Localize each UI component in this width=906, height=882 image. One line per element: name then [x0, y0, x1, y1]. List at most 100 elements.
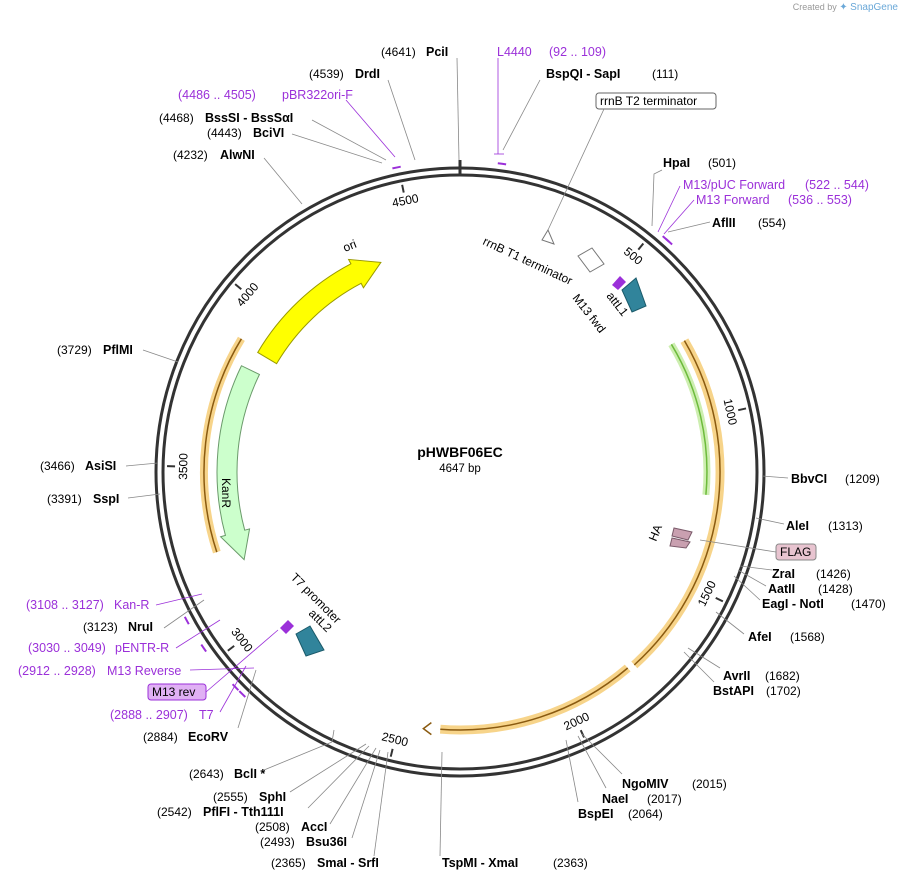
ori-feature[interactable] [257, 258, 382, 365]
site-eagi[interactable]: EagI - NotI [762, 597, 824, 611]
site-zrai[interactable]: ZraI [772, 567, 795, 581]
m13rev-mark[interactable] [231, 683, 240, 691]
tick-mark [401, 184, 405, 193]
site-pos-aflii: (554) [758, 216, 786, 230]
primer-m13puc[interactable]: M13/pUC Forward [683, 178, 785, 192]
site-pflfi[interactable]: PflFI - Tth111I [203, 805, 284, 819]
site-smai[interactable]: SmaI - SrfI [317, 856, 379, 870]
l4440-mark[interactable] [497, 162, 507, 166]
site-pos-pflmi: (3729) [57, 343, 92, 357]
site-nrui[interactable]: NruI [128, 620, 153, 634]
site-sphi[interactable]: SphI [259, 790, 286, 804]
site-sspi[interactable]: SspI [93, 492, 119, 506]
site-pos-bspei: (2064) [628, 807, 663, 821]
site-pcii[interactable]: PciI [426, 45, 448, 59]
primer-range-m13fwd: (536 .. 553) [788, 193, 852, 207]
ori-label: ori [341, 237, 359, 255]
site-alwni[interactable]: AlwNI [220, 148, 255, 162]
rrnb-t2-feature[interactable] [541, 228, 555, 245]
snapgene-logo-icon: ✦ [839, 2, 848, 13]
orf-arc-right[interactable] [633, 340, 721, 666]
primer-pbr322[interactable]: pBR322ori-F [282, 88, 353, 102]
pbr322-mark[interactable] [392, 165, 401, 170]
site-pflmi[interactable]: PflMI [103, 343, 133, 357]
kanr-primer-mark[interactable] [183, 616, 190, 625]
site-aflii[interactable]: AflII [712, 216, 736, 230]
site-avrii[interactable]: AvrII [723, 669, 750, 683]
site-bcli[interactable]: BclI * [234, 767, 265, 781]
site-bbvci[interactable]: BbvCI [791, 472, 827, 486]
site-hpai[interactable]: HpaI [663, 156, 690, 170]
m13-rev-label: M13 rev [152, 685, 195, 699]
site-drdi[interactable]: DrdI [355, 67, 380, 81]
orf-arc-left[interactable] [440, 667, 629, 731]
site-pos-alwni: (4232) [173, 148, 208, 162]
site-tspmi[interactable]: TspMI - XmaI [442, 856, 518, 870]
attl2-feature[interactable] [295, 625, 325, 657]
site-afei[interactable]: AfeI [748, 630, 772, 644]
primer-kanr[interactable]: Kan-R [114, 598, 149, 612]
t7-mark[interactable] [238, 690, 246, 698]
site-bspei[interactable]: BspEI [578, 807, 613, 821]
tick-mark [227, 645, 235, 652]
rrnb-t2-box [595, 92, 717, 110]
tick-mark [737, 407, 747, 412]
site-pos-zrai: (1426) [816, 567, 851, 581]
site-acci[interactable]: AccI [301, 820, 327, 834]
m13-fwd-site[interactable] [612, 276, 626, 290]
kanr-feature[interactable] [216, 365, 261, 561]
tick-label: 2500 [380, 729, 410, 749]
m13fwd-mark[interactable] [665, 238, 673, 246]
site-pos-bsu36i: (2493) [260, 835, 295, 849]
site-pos-ecorv: (2884) [143, 730, 178, 744]
site-bsu36i[interactable]: Bsu36I [306, 835, 347, 849]
tick-label: 2000 [561, 709, 591, 733]
tick-mark [389, 748, 394, 757]
tick-label: 4500 [391, 191, 420, 210]
ha-tag-feature[interactable] [671, 527, 693, 541]
site-ngomiv[interactable]: NgoMIV [622, 777, 669, 791]
site-naei[interactable]: NaeI [602, 792, 628, 806]
primer-l4440[interactable]: L4440 [497, 45, 532, 59]
site-pos-tspmi: (2363) [553, 856, 588, 870]
credit-brand: SnapGene [850, 2, 898, 13]
primer-range-l4440: (92 .. 109) [549, 45, 606, 59]
site-pos-nrui: (3123) [83, 620, 118, 634]
primer-range-pbr322: (4486 .. 4505) [178, 88, 256, 102]
primer-range-kanr: (3108 .. 3127) [26, 598, 104, 612]
site-pos-pcii: (4641) [381, 45, 416, 59]
rrnb-t1-feature[interactable] [577, 247, 605, 273]
site-bsssi[interactable]: BssSI - BssSαI [205, 111, 293, 125]
site-pos-aatii: (1428) [818, 582, 853, 596]
site-pos-smai: (2365) [271, 856, 306, 870]
rrnb-t1-label: rrnB T1 terminator [481, 234, 575, 288]
site-alei[interactable]: AleI [786, 519, 809, 533]
site-ecorv[interactable]: EcoRV [188, 730, 229, 744]
tick-label: 500 [621, 244, 646, 268]
primer-m13fwd[interactable]: M13 Forward [696, 193, 770, 207]
tick-mark [715, 596, 724, 603]
orf-arc-kan[interactable] [203, 338, 243, 553]
pentr-mark[interactable] [200, 644, 207, 653]
plasmid-length: 4647 bp [439, 463, 481, 475]
primer-range-t7: (2888 .. 2907) [110, 708, 188, 722]
site-bcivi[interactable]: BciVI [253, 126, 284, 140]
site-bspqi[interactable]: BspQI - SapI [546, 67, 620, 81]
flag-tag-feature[interactable] [669, 537, 691, 549]
t7-promoter-site[interactable] [280, 620, 294, 634]
site-pos-eagi: (1470) [851, 597, 886, 611]
primer-t7[interactable]: T7 [199, 708, 214, 722]
site-pos-sphi: (2555) [213, 790, 248, 804]
site-bstapi[interactable]: BstAPI [713, 684, 754, 698]
primer-range-m13puc: (522 .. 544) [805, 178, 869, 192]
cds-arc-green[interactable] [670, 343, 708, 495]
primer-range-pentr: (3030 .. 3049) [28, 641, 106, 655]
tick-label: 1000 [721, 397, 741, 426]
site-asisi[interactable]: AsiSI [85, 459, 116, 473]
tick-mark [637, 242, 645, 251]
primer-pentr[interactable]: pENTR-R [115, 641, 169, 655]
features [183, 162, 725, 736]
primer-m13rev[interactable]: M13 Reverse [107, 664, 181, 678]
attl1-feature[interactable] [621, 277, 647, 313]
site-aatii[interactable]: AatII [768, 582, 795, 596]
